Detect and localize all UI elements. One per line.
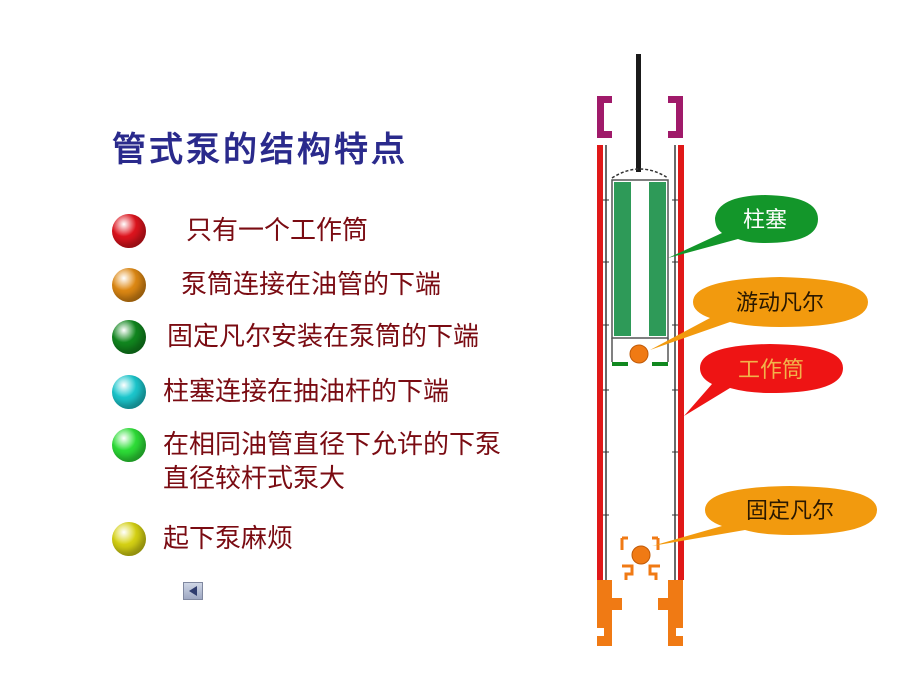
callout-working-barrel-label: 工作筒 bbox=[738, 358, 804, 383]
list-item: 只有一个工作筒 bbox=[112, 214, 368, 248]
bullet-dot-icon bbox=[112, 375, 146, 409]
feature-list: 只有一个工作筒 泵筒连接在油管的下端 固定凡尔安装在泵筒的下端 柱塞连接在抽油杆… bbox=[112, 0, 582, 690]
plunger-top-cap bbox=[611, 168, 669, 179]
list-item: 固定凡尔安装在泵筒的下端 bbox=[112, 320, 479, 354]
callout-plunger: 柱塞 bbox=[668, 195, 818, 258]
list-item: 在相同油管直径下允许的下泵 直径较杆式泵大 bbox=[112, 428, 501, 496]
barrel-right-liner bbox=[674, 145, 676, 580]
list-item-text: 固定凡尔安装在泵筒的下端 bbox=[167, 322, 480, 352]
bullet-dot-icon bbox=[112, 428, 146, 462]
back-button[interactable] bbox=[183, 582, 203, 600]
callout-working-barrel: 工作筒 bbox=[684, 344, 843, 416]
bullet-dot-icon bbox=[112, 320, 146, 354]
list-item: 起下泵麻烦 bbox=[112, 522, 293, 556]
tubing-left-wall bbox=[597, 145, 603, 580]
tubing-right-wall bbox=[678, 145, 684, 580]
top-right-coupling bbox=[668, 96, 683, 138]
callout-standing-valve: 固定凡尔 bbox=[652, 486, 877, 546]
sucker-rod bbox=[636, 54, 641, 172]
barrel-left-liner bbox=[605, 145, 607, 580]
bullet-dot-icon bbox=[112, 214, 146, 248]
callout-traveling-valve-label: 游动凡尔 bbox=[736, 291, 824, 316]
standing-valve-seat bbox=[622, 564, 660, 580]
list-item-text: 起下泵麻烦 bbox=[163, 524, 294, 554]
callout-traveling-valve: 游动凡尔 bbox=[650, 277, 868, 350]
back-arrow-icon bbox=[189, 586, 197, 596]
bottom-shoe-left bbox=[597, 580, 622, 646]
bottom-shoe-right bbox=[658, 580, 683, 646]
list-item-text: 在相同油管直径下允许的下泵 直径较杆式泵大 bbox=[163, 430, 502, 494]
callout-plunger-label: 柱塞 bbox=[743, 208, 787, 233]
callout-standing-valve-label: 固定凡尔 bbox=[746, 499, 834, 524]
list-item: 柱塞连接在抽油杆的下端 bbox=[112, 375, 449, 409]
bullet-dot-icon bbox=[112, 522, 146, 556]
bullet-dot-icon bbox=[112, 268, 146, 302]
standing-valve-cage bbox=[620, 536, 660, 550]
standing-valve-ball bbox=[631, 545, 651, 565]
traveling-valve-seat-right bbox=[652, 362, 668, 366]
page-title: 管式泵的结构特点 bbox=[112, 130, 408, 170]
list-item-text: 泵筒连接在油管的下端 bbox=[181, 270, 442, 300]
list-item-text: 只有一个工作筒 bbox=[186, 216, 369, 246]
traveling-valve-seat-left bbox=[612, 362, 628, 366]
traveling-valve-ball bbox=[629, 344, 649, 364]
list-item-text: 柱塞连接在抽油杆的下端 bbox=[163, 377, 450, 407]
plunger-left-half bbox=[614, 182, 631, 336]
liner-ticks bbox=[603, 199, 678, 516]
top-left-coupling bbox=[597, 96, 612, 138]
plunger-right-half bbox=[649, 182, 666, 336]
list-item: 泵筒连接在油管的下端 bbox=[112, 268, 441, 302]
